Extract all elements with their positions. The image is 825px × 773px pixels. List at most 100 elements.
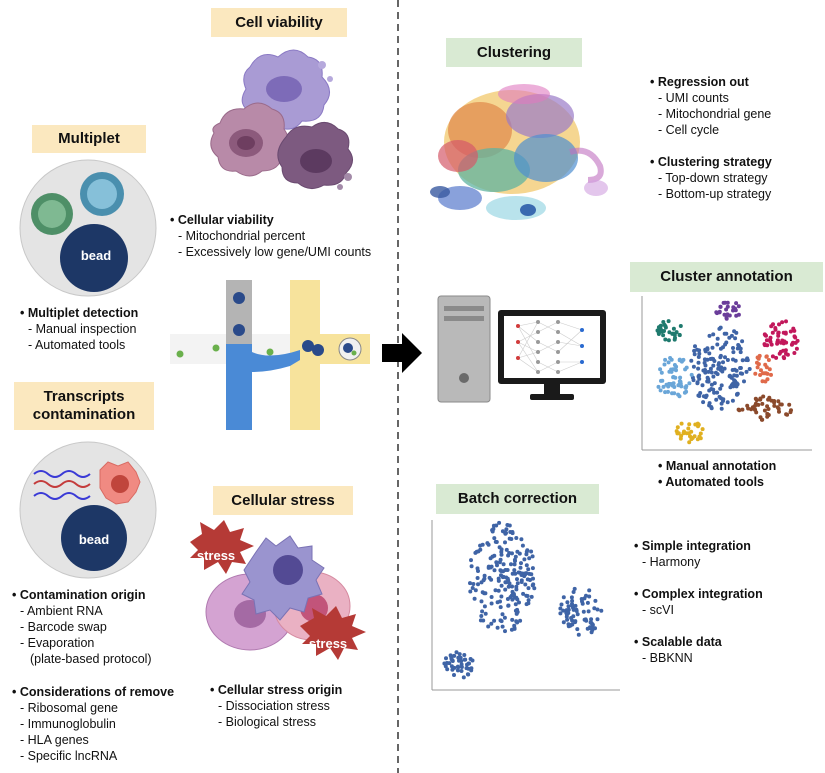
batch-point [503, 629, 507, 634]
cluster-point [788, 410, 793, 415]
clustering-strategy-list: Clustering strategy Top-down strategy Bo… [650, 154, 772, 202]
batch-point [482, 573, 487, 578]
batch-point [514, 536, 519, 540]
cluster-point [697, 394, 702, 398]
batch-point [519, 561, 523, 566]
simple-integration-heading: Simple integration [634, 538, 763, 554]
cluster-point [731, 346, 735, 350]
contamination-origin-note: (plate-based protocol) [30, 652, 152, 666]
cluster-point [677, 357, 682, 362]
complex-integration-heading: Complex integration [634, 586, 763, 602]
cluster-point [722, 312, 727, 317]
cluster-point [705, 375, 710, 380]
cluster-point [738, 366, 743, 370]
batch-point [501, 562, 506, 567]
cluster-point [677, 333, 682, 338]
batch-point [566, 607, 571, 612]
batch-point [590, 624, 595, 629]
cluster-point [692, 352, 697, 357]
cluster-point [734, 301, 739, 306]
cluster-point [718, 304, 723, 309]
batch-point [468, 657, 473, 661]
cluster-point [747, 367, 752, 371]
contamination-title: Transcripts contamination [14, 382, 154, 430]
strategy-item: Top-down strategy [650, 170, 772, 186]
cluster-point [766, 358, 771, 362]
cluster-point [791, 326, 796, 331]
batch-point [574, 607, 579, 612]
batch-point [500, 624, 505, 629]
cluster-point [731, 308, 735, 313]
cluster-point [671, 375, 676, 380]
cluster-point [718, 386, 723, 391]
cluster-point [686, 426, 691, 431]
batch-point [504, 580, 509, 585]
stressed-cells-illustration [190, 520, 366, 660]
batch-point [518, 618, 523, 623]
cluster-point [703, 363, 708, 368]
cluster-point [738, 346, 743, 351]
cluster-point [667, 330, 672, 335]
cluster-point [677, 382, 682, 387]
cluster-point [722, 331, 727, 336]
cluster-point [721, 360, 725, 365]
batch-point [517, 600, 521, 605]
cluster-point [750, 405, 755, 410]
cluster-point [669, 357, 674, 362]
batch-point [531, 576, 535, 581]
batch-point [505, 523, 510, 527]
cluster-point [658, 367, 663, 372]
batch-point [512, 568, 517, 573]
batch-point [504, 547, 509, 552]
cluster-point [672, 391, 677, 396]
cluster-point [725, 358, 730, 362]
batch-point [501, 574, 506, 579]
batch-point [566, 611, 571, 615]
batch-point [524, 552, 529, 557]
batch-point [497, 545, 502, 550]
cluster-point [765, 371, 770, 376]
cluster-point [656, 332, 661, 336]
stress-origin-heading: Cellular stress origin [210, 682, 342, 698]
batch-point [527, 556, 532, 561]
stress-burst-label-1: stress [196, 548, 236, 563]
cluster-point [678, 375, 683, 380]
cluster-point [731, 350, 736, 355]
cluster-point [745, 403, 750, 408]
cluster-point [736, 407, 741, 412]
cluster-point [670, 383, 675, 388]
cluster-point [733, 358, 738, 363]
batch-point [499, 583, 504, 588]
cluster-point [707, 351, 712, 356]
cluster-point [735, 382, 740, 387]
contamination-title-line1: Transcripts [43, 388, 125, 405]
batch-point [595, 607, 600, 612]
contamination-origin-heading: Contamination origin [12, 587, 152, 603]
batch-point [482, 604, 487, 609]
cluster-point [794, 346, 799, 351]
cluster-point [760, 379, 765, 384]
cluster-point [705, 346, 710, 351]
cluster-point [678, 324, 683, 328]
batch-correction-plot [431, 520, 620, 691]
batch-point [452, 673, 456, 677]
cluster-point [740, 407, 745, 412]
batch-point [509, 562, 513, 567]
batch-point [513, 554, 518, 559]
batch-point [471, 582, 476, 586]
batch-point [464, 666, 469, 671]
cluster-point [736, 304, 741, 309]
cluster-point [666, 338, 671, 343]
cluster-point [740, 358, 745, 363]
cluster-point [703, 395, 708, 400]
cluster-point [666, 319, 671, 324]
batch-point [524, 571, 529, 576]
removal-considerations-list: Considerations of remove Ribosomal gene … [12, 684, 174, 764]
batch-point [571, 614, 576, 619]
cluster-point [687, 422, 692, 427]
cluster-point [740, 371, 745, 376]
batch-point [587, 594, 592, 599]
cluster-point [702, 357, 707, 362]
clustering-strategy-heading: Clustering strategy [650, 154, 772, 170]
batch-point [489, 577, 494, 582]
